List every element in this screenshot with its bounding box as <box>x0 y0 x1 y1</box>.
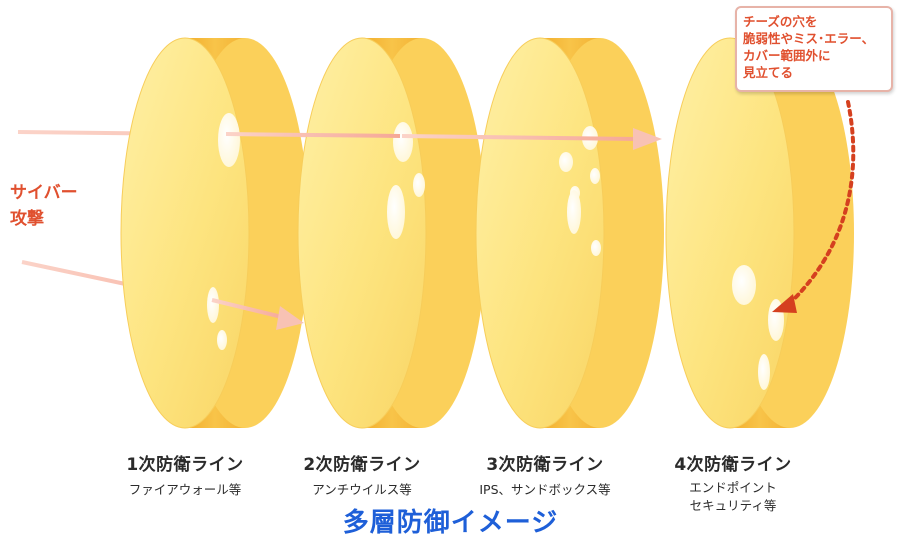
vulnerability-hole <box>567 190 581 234</box>
attack-arrow-pass-1 <box>225 132 401 138</box>
layer-1-subtitle: ファイアウォール等 <box>128 482 242 497</box>
vulnerability-hole <box>207 287 219 323</box>
layer-3-label: 3次防衛ライン IPS、サンドボックス等 <box>440 450 650 499</box>
vulnerability-hole <box>217 330 227 350</box>
callout-pointer <box>772 100 856 313</box>
callout-arrowhead <box>772 294 797 313</box>
vulnerability-hole <box>591 240 601 256</box>
layer-2-subtitle: アンチウイルス等 <box>312 482 412 497</box>
vulnerability-hole <box>413 173 425 197</box>
vulnerability-hole <box>218 113 240 167</box>
vulnerability-hole <box>387 185 405 239</box>
layer-1-title: 1次防衛ライン <box>126 455 244 475</box>
attack-arrow-pass-lower <box>211 298 287 320</box>
vulnerability-hole <box>590 168 600 184</box>
layer-3-title: 3次防衛ライン <box>486 455 604 475</box>
attack-arrow-pass-2 <box>401 134 641 141</box>
vulnerability-hole <box>732 265 756 305</box>
attack-arrowhead-lower <box>276 306 304 330</box>
defense-layer-2-disc <box>297 37 486 429</box>
attack-arrowhead-upper <box>633 128 662 150</box>
layer-4-label: 4次防衛ライン エンドポイント セキュリティ等 <box>633 450 833 515</box>
callout-box: チーズの穴を 脆弱性やミス･エラー、 カバー範囲外に 見立てる <box>735 6 893 92</box>
attack-arrows-front <box>211 128 662 330</box>
defense-layer-1-disc <box>120 37 309 429</box>
layer-4-subtitle: エンドポイント セキュリティ等 <box>689 480 777 513</box>
layer-4-title: 4次防衛ライン <box>674 455 792 475</box>
layer-2-title: 2次防衛ライン <box>303 455 421 475</box>
vulnerability-hole <box>393 122 413 162</box>
defense-layer-4-disc <box>665 37 854 429</box>
layer-2-label: 2次防衛ライン アンチウイルス等 <box>262 450 462 499</box>
layer-3-subtitle: IPS、サンドボックス等 <box>479 482 611 497</box>
vulnerability-hole <box>758 354 770 390</box>
layer-1-label: 1次防衛ライン ファイアウォール等 <box>85 450 285 499</box>
diagram-caption: 多層防御イメージ <box>342 508 559 538</box>
defense-layer-3-disc <box>475 37 664 429</box>
vulnerability-hole <box>559 152 573 172</box>
cyber-attack-label: サイバー 攻撃 <box>10 183 78 229</box>
